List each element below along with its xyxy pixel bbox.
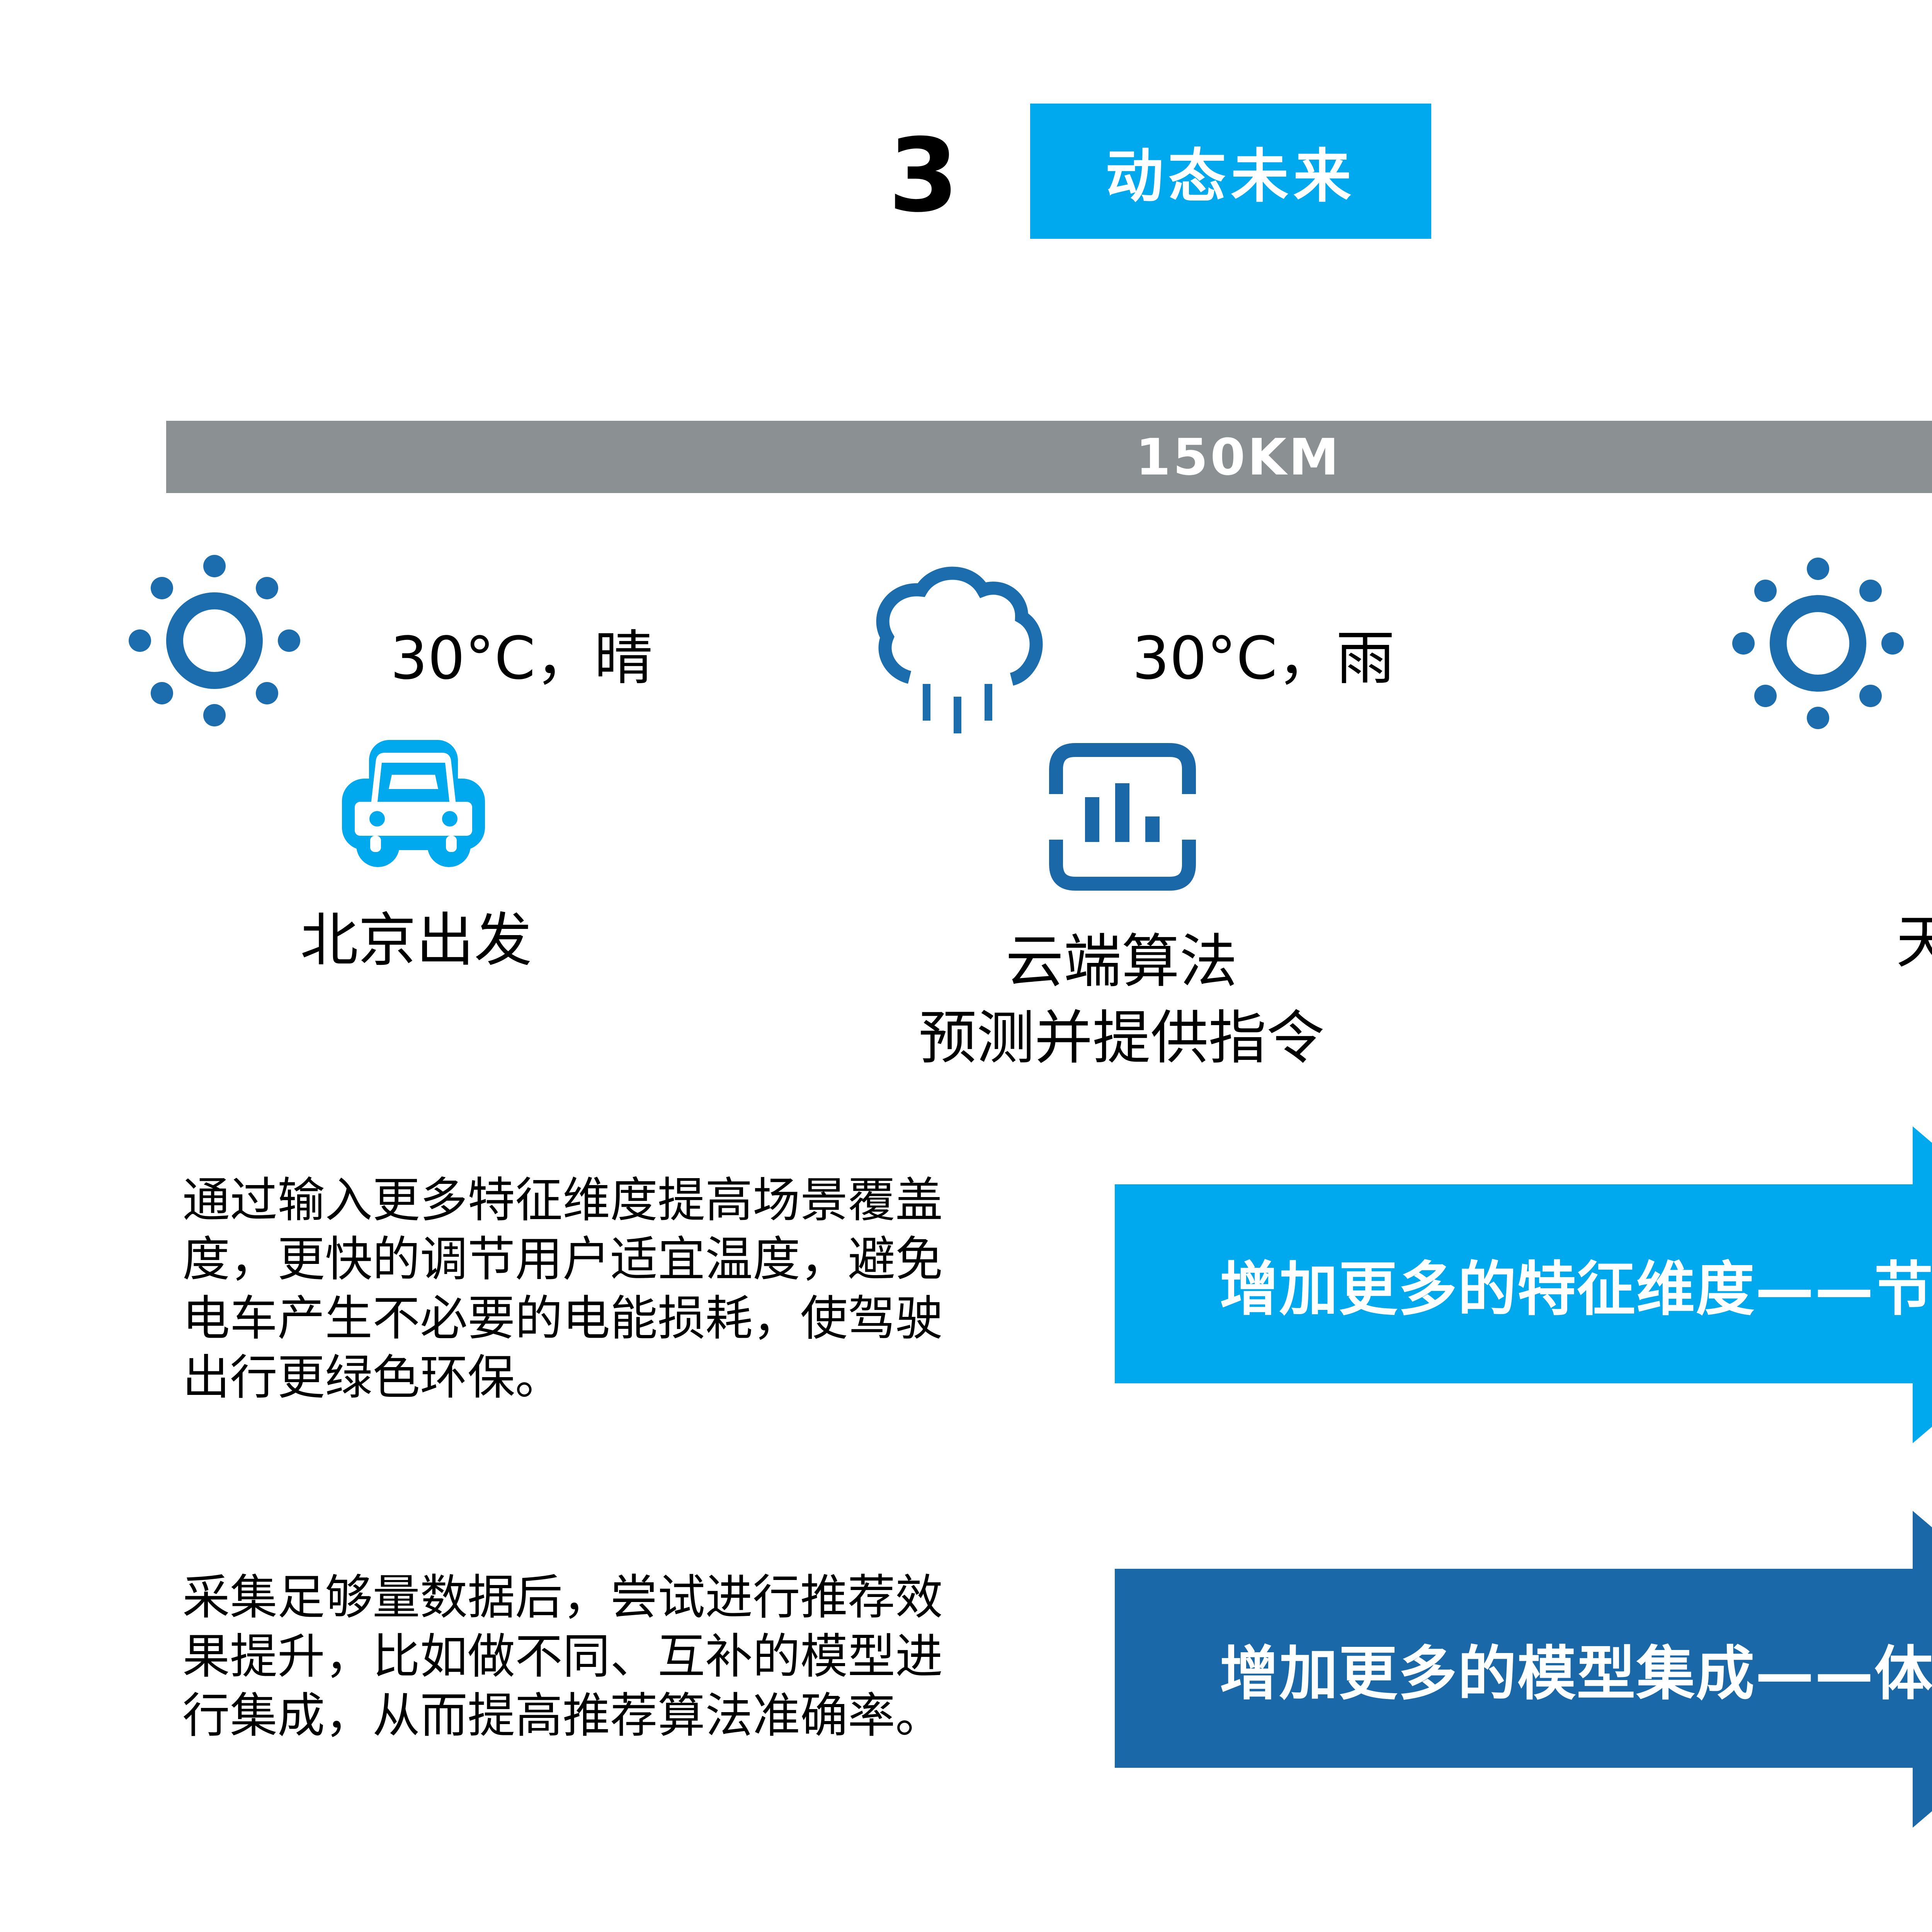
rain-cloud-icon [876,566,1043,733]
step-number: 3 [888,117,959,235]
note-model-ensemble: 采集足够量数据后，尝试进行推荐效 果提升，比如做不同、互补的模型进 行集成，从而… [182,1570,943,1743]
banner-arrow-experience-shape [1115,1511,1932,1828]
banner-label-experience: 增加更多的模型集成——体验 [1219,1639,1932,1708]
section-badge: 动态未来 [1030,104,1431,239]
stage-label-cloud-algorithm: 云端算法 预测并提供指令 [918,928,1325,1072]
weather-label-departure: 30°C，晴 [390,624,653,692]
banner-arrow-experience [1115,1511,1932,1828]
bar-chart-shape [1049,743,1196,891]
route-distance-label: 150KM [1136,427,1341,486]
banner-label-energy: 增加更多的特征维度——节能 [1219,1255,1932,1323]
sun-icon [129,555,300,726]
sun-icon-shape [129,555,300,726]
banner-arrow-energy [1115,1126,1932,1443]
car-icon-shape [342,740,485,867]
stage-label-arrival: 天津到达 [1896,909,1932,976]
car-icon [1924,732,1932,879]
route-arrow-shape [166,421,1932,493]
stage-label-departure: 北京出发 [300,907,532,974]
note-energy-saving: 通过输入更多特征维度提高场景覆盖 度，更快的调节用户适宜温度，避免 电车产生不必… [182,1173,943,1405]
car-icon [342,740,485,867]
rain-cloud-shape [876,566,1043,733]
sun-icon-shape [1732,558,1904,729]
route-arrow-icon [166,421,1932,493]
sun-icon [1732,558,1904,729]
bar-chart-icon [1049,743,1196,891]
banner-arrow-energy-shape [1115,1126,1932,1443]
weather-label-midway: 30°C，雨 [1132,624,1395,692]
